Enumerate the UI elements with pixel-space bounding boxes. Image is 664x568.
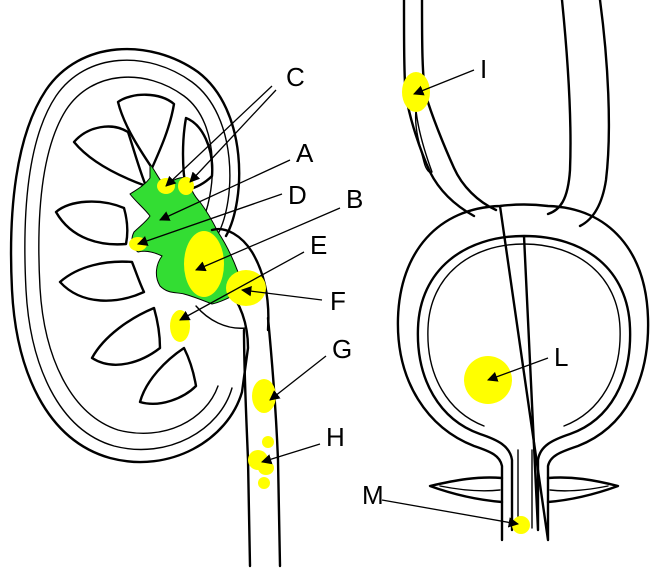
- renal-pyramid-7: [181, 116, 214, 192]
- label-B: B: [346, 184, 363, 214]
- label-G: G: [332, 334, 352, 364]
- pelvic-muscle-right: [546, 476, 620, 504]
- label-I: I: [480, 54, 487, 84]
- stone-H-1: [262, 436, 274, 448]
- leader-F: [240, 286, 323, 301]
- renal-hilum-outline: [210, 227, 270, 332]
- pelvic-muscle-left: [428, 476, 504, 504]
- renal-pyramid-1: [116, 93, 176, 170]
- pelvic-muscle-right-detail: [549, 485, 609, 492]
- renal-pyramid-4: [58, 260, 146, 302]
- leader-lines: [137, 69, 549, 528]
- renal-sinus-fold: [195, 305, 247, 329]
- label-H: H: [326, 422, 345, 452]
- leader-A: [159, 159, 291, 221]
- leader-C-2: [189, 89, 277, 183]
- bladder-outer-wall: [396, 203, 650, 542]
- leader-M: [381, 499, 520, 528]
- leader-C-1: [165, 85, 273, 187]
- label-A: A: [296, 138, 314, 168]
- label-F: F: [330, 286, 346, 316]
- leader-L: [487, 357, 549, 382]
- renal-pyramid-5: [90, 306, 162, 366]
- letter-labels: C A D B E F G H I L M: [286, 54, 568, 510]
- large-tube-right-wall: [578, 0, 611, 228]
- large-tube-left-wall: [546, 0, 572, 216]
- label-L: L: [554, 342, 568, 372]
- leader-I: [413, 69, 475, 96]
- right-ureter-inner-wall: [402, 0, 476, 218]
- bladder-system: [396, 0, 650, 542]
- kidney: [9, 47, 282, 568]
- bladder-wall-inner-detail: [427, 243, 525, 427]
- pelvic-muscle-left-detail: [439, 485, 501, 492]
- urethra-lumen: [517, 449, 533, 529]
- leader-G: [269, 355, 327, 401]
- leader-D: [137, 193, 283, 246]
- right-ureter-outer-wall: [420, 0, 498, 212]
- leader-H: [261, 443, 321, 465]
- label-C: C: [286, 62, 305, 92]
- bladder-inner-wall: [416, 234, 632, 532]
- stone-M: [512, 516, 530, 534]
- renal-pyramid-6: [138, 346, 198, 405]
- stone-E: [170, 310, 190, 342]
- bladder-wall-inner-detail-2: [523, 243, 621, 427]
- stone-I: [402, 72, 430, 112]
- stone-B: [184, 231, 224, 297]
- stone-H-3: [258, 461, 274, 475]
- label-D: D: [288, 180, 307, 210]
- leader-E: [179, 251, 305, 321]
- stone-H-4: [258, 477, 270, 489]
- label-M: M: [362, 480, 384, 510]
- kidney-capsule-inner-line: [24, 59, 233, 451]
- label-E: E: [310, 230, 327, 260]
- stone-G: [252, 379, 276, 413]
- ureter-lumen-detail: [414, 109, 433, 174]
- renal-pyramid-3: [54, 200, 129, 246]
- renal-pyramid-2: [72, 125, 148, 188]
- kidney-outer-capsule: [9, 47, 250, 464]
- leader-B: [195, 207, 341, 272]
- left-ureter-inner-wall: [242, 328, 252, 568]
- kidney-cortex-boundary: [38, 76, 219, 434]
